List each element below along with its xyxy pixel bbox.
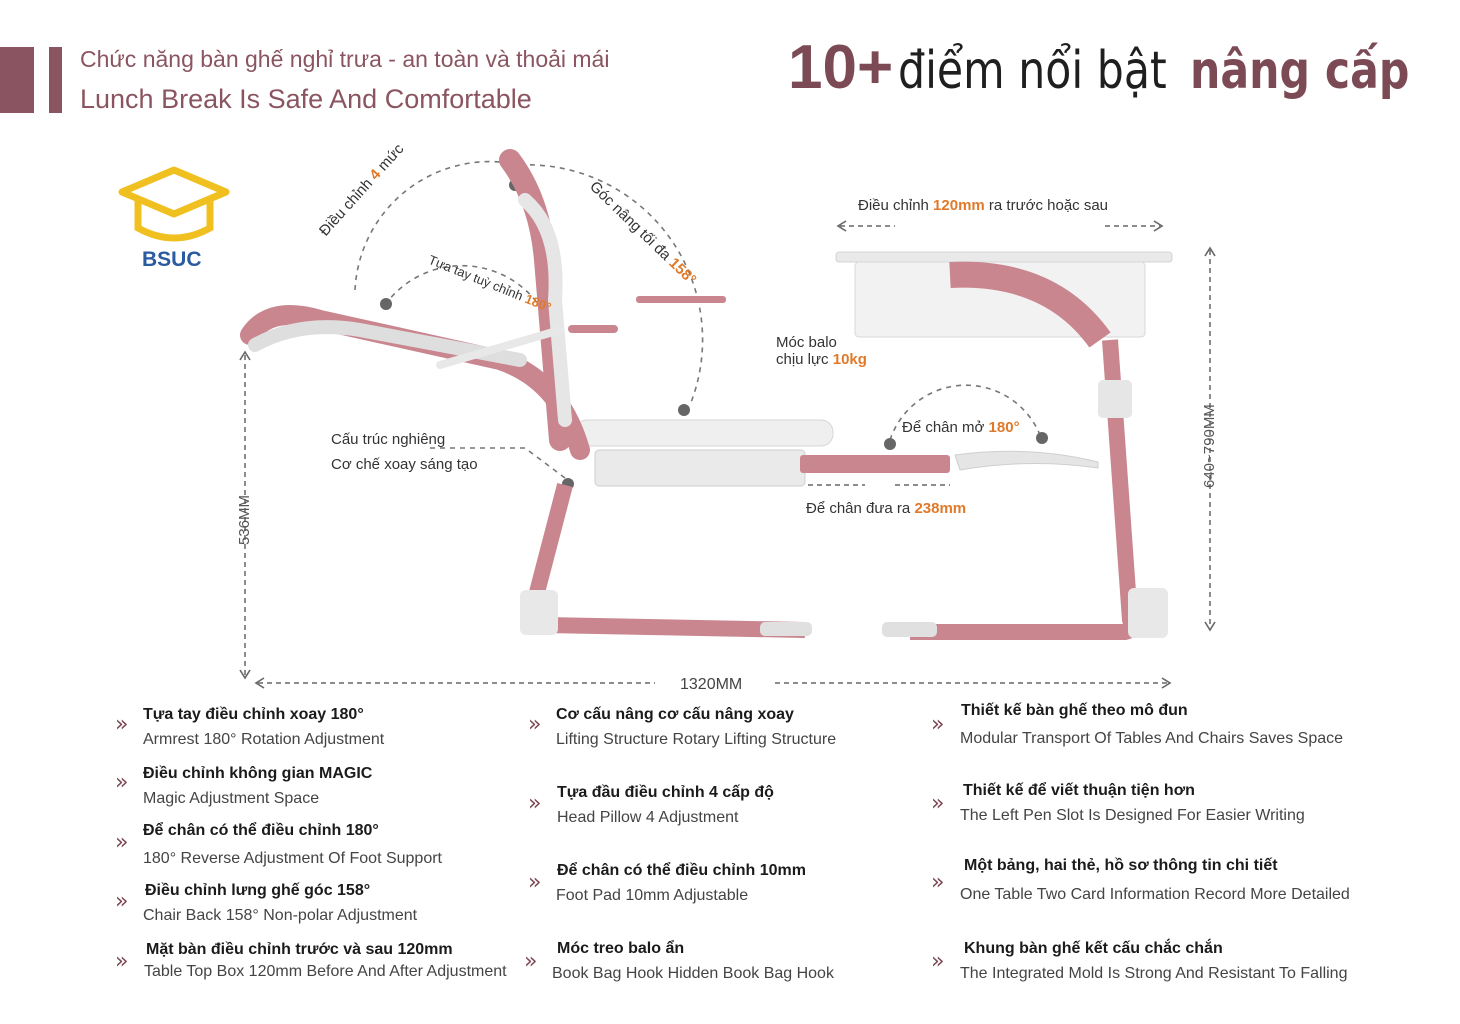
feature-item: Cơ cấu nâng cơ cấu nâng xoay Lifting Str… xyxy=(556,706,836,749)
tilt-structure-line1: Cấu trúc nghiêng xyxy=(331,431,446,448)
feature-title-en: One Table Two Card Information Record Mo… xyxy=(960,886,1350,903)
feature-item: Để chân có thể điều chỉnh 180° 180° Reve… xyxy=(143,822,442,868)
feature-item: Để chân có thể điều chỉnh 10mm Foot Pad … xyxy=(556,862,806,905)
dimension-width: 1320MM xyxy=(680,676,743,693)
table-adjust-label: Điều chỉnh 120mm ra trước hoặc sau xyxy=(858,197,1108,214)
dimension-chair-height: 536MM xyxy=(236,494,253,545)
table-adjust-value: 120mm xyxy=(933,197,985,214)
dimension-table-height: 640~790MM xyxy=(1201,404,1218,488)
feature-item: Tựa tay điều chỉnh xoay 180° Armrest 180… xyxy=(143,706,384,749)
double-chevron-right-icon: » xyxy=(115,889,129,914)
bag-hook-label: Móc balo chịu lực 10kg xyxy=(776,334,867,368)
bag-hook-value: 10kg xyxy=(832,351,867,368)
bag-hook-line1: Móc balo xyxy=(776,334,837,351)
header-accent-bar-thin xyxy=(49,47,62,113)
feature-title-en: Armrest 180° Rotation Adjustment xyxy=(143,731,385,748)
feature-title-en: Chair Back 158° Non-polar Adjustment xyxy=(143,907,418,924)
feature-title-en: Modular Transport Of Tables And Chairs S… xyxy=(960,730,1344,747)
foot-extend-value: 238mm xyxy=(914,500,967,517)
brand-logo-text: BSUC xyxy=(142,248,202,271)
double-chevron-right-icon: » xyxy=(115,830,129,855)
feature-item: Điều chỉnh không gian MAGIC Magic Adjust… xyxy=(143,765,372,808)
feature-title-vi: Điều chỉnh lưng ghế góc 158° xyxy=(145,882,371,899)
feature-title-en: The Left Pen Slot Is Designed For Easier… xyxy=(960,807,1305,824)
bag-hook-line2: chịu lực xyxy=(776,351,833,368)
double-chevron-right-icon: » xyxy=(115,770,129,795)
double-chevron-right-icon: » xyxy=(931,949,945,974)
foot-open-text: Để chân mở xyxy=(902,419,989,436)
tilt-structure-line2: Cơ chế xoay sáng tạo xyxy=(331,456,478,473)
double-chevron-right-icon: » xyxy=(931,712,945,737)
feature-title-en: Head Pillow 4 Adjustment xyxy=(557,809,739,826)
double-chevron-right-icon: » xyxy=(115,712,129,737)
header-title-en: Lunch Break Is Safe And Comfortable xyxy=(80,84,532,114)
feature-item: Khung bàn ghế kết cấu chắc chắn The Inte… xyxy=(960,940,1347,983)
double-chevron-right-icon: » xyxy=(931,870,945,895)
foot-extend-label: Để chân đưa ra 238mm xyxy=(806,500,966,517)
headline-middle: điểm nổi bật xyxy=(897,41,1167,101)
headline-accent: nâng cấp xyxy=(1189,41,1410,101)
chair-illustration xyxy=(240,149,1099,638)
feature-title-vi: Thiết kế để viết thuận tiện hơn xyxy=(963,782,1195,799)
feature-item: Móc treo balo ẩn Book Bag Hook Hidden Bo… xyxy=(552,940,834,983)
headline-number: 10+ xyxy=(788,33,894,102)
header-accent-bar xyxy=(0,47,34,113)
double-chevron-right-icon: » xyxy=(931,791,945,816)
foot-extend-text: Để chân đưa ra xyxy=(806,500,915,517)
header-title-vi: Chức năng bàn ghế nghỉ trưa - an toàn và… xyxy=(80,46,610,72)
graduation-cap-icon xyxy=(118,166,230,242)
double-chevron-right-icon: » xyxy=(524,949,538,974)
feature-item: Mặt bàn điều chỉnh trước và sau 120mm Ta… xyxy=(144,941,507,981)
feature-title-vi: Cơ cấu nâng cơ cấu nâng xoay xyxy=(556,706,794,723)
feature-title-vi: Điều chỉnh không gian MAGIC xyxy=(143,765,373,782)
feature-title-en: The Integrated Mold Is Strong And Resist… xyxy=(960,965,1348,982)
feature-item: Tựa đầu điều chỉnh 4 cấp độ Head Pillow … xyxy=(557,784,774,827)
feature-title-vi: Một bảng, hai thẻ, hồ sơ thông tin chi t… xyxy=(964,857,1278,874)
feature-title-vi: Để chân có thể điều chỉnh 10mm xyxy=(557,862,806,879)
feature-title-en: Magic Adjustment Space xyxy=(143,790,320,807)
feature-title-en: Lifting Structure Rotary Lifting Structu… xyxy=(556,731,837,748)
feature-title-vi: Thiết kế bàn ghế theo mô đun xyxy=(961,702,1188,719)
feature-title-vi: Để chân có thể điều chỉnh 180° xyxy=(143,822,379,839)
chair-table-diagram xyxy=(118,149,1216,689)
foot-open-value: 180° xyxy=(988,419,1020,436)
feature-title-en: Foot Pad 10mm Adjustable xyxy=(556,887,749,904)
double-chevron-right-icon: » xyxy=(115,949,129,974)
feature-item: Điều chỉnh lưng ghế góc 158° Chair Back … xyxy=(143,882,418,925)
double-chevron-right-icon: » xyxy=(528,712,542,737)
foot-open-label: Để chân mở 180° xyxy=(902,419,1020,436)
feature-title-en: Table Top Box 120mm Before And After Adj… xyxy=(144,963,507,980)
feature-item: Thiết kế để viết thuận tiện hơn The Left… xyxy=(960,782,1305,825)
feature-item: Thiết kế bàn ghế theo mô đun Modular Tra… xyxy=(960,702,1344,748)
double-chevron-right-icon: » xyxy=(528,791,542,816)
feature-title-vi: Tựa tay điều chỉnh xoay 180° xyxy=(143,706,364,723)
table-adjust-text: Điều chỉnh xyxy=(858,197,934,214)
feature-item: Một bảng, hai thẻ, hồ sơ thông tin chi t… xyxy=(960,857,1350,904)
feature-title-en: Book Bag Hook Hidden Book Bag Hook xyxy=(552,965,834,982)
tilt-structure-label: Cấu trúc nghiêng Cơ chế xoay sáng tạo xyxy=(331,427,478,477)
feature-title-vi: Mặt bàn điều chỉnh trước và sau 120mm xyxy=(146,941,453,958)
table-illustration xyxy=(835,251,1173,640)
feature-title-vi: Móc treo balo ẩn xyxy=(557,940,685,957)
feature-title-vi: Tựa đầu điều chỉnh 4 cấp độ xyxy=(557,784,774,801)
table-adjust-suffix: ra trước hoặc sau xyxy=(984,197,1109,214)
feature-title-en: 180° Reverse Adjustment Of Foot Support xyxy=(143,850,442,867)
headline: 10+ điểm nổi bật nâng cấp xyxy=(788,32,1457,103)
double-chevron-right-icon: » xyxy=(528,870,542,895)
feature-title-vi: Khung bàn ghế kết cấu chắc chắn xyxy=(964,940,1223,957)
